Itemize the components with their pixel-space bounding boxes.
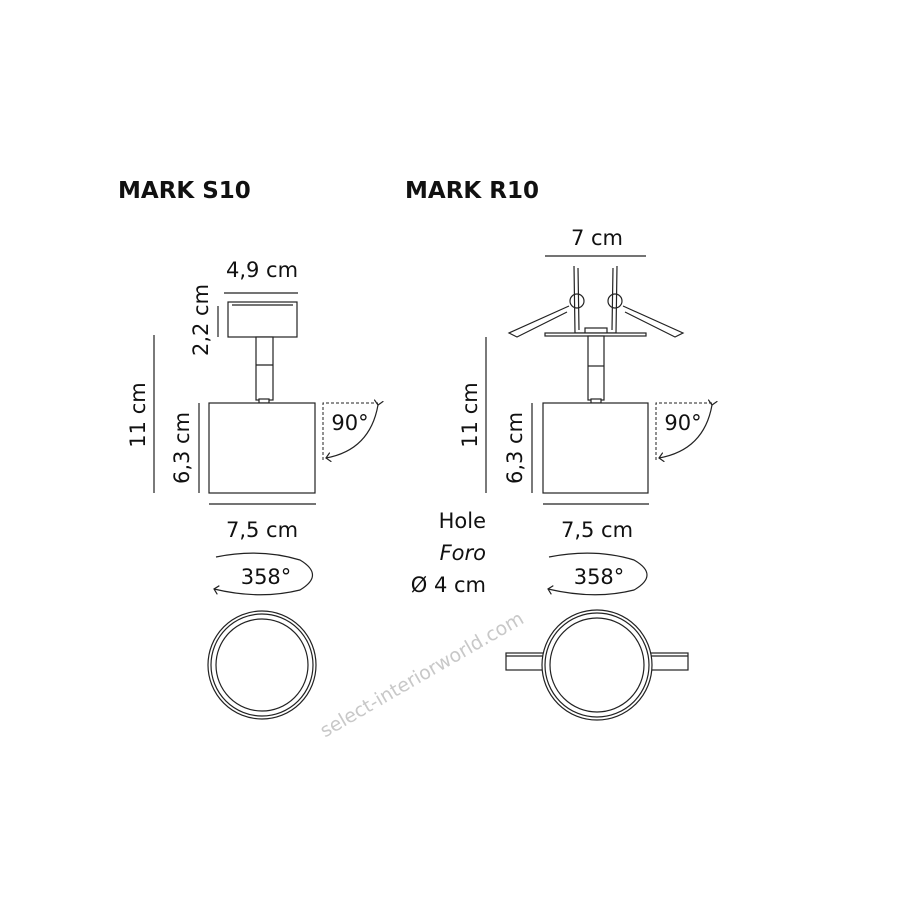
lamp-head: [542, 402, 649, 494]
hole-label: Hole: [439, 509, 486, 533]
r10-tilt: 90°: [664, 411, 701, 435]
mark-s10-title: MARK S10: [118, 178, 251, 204]
foro-label: Foro: [440, 541, 486, 565]
watermark: select-interiorworld.com: [316, 607, 527, 742]
hole-info: Hole Foro Ø 4 cm: [411, 509, 486, 597]
mark-r10-drawing: MARK R10 7 cm 11 cm 6,3 cm 90° 7,5 cm 35…: [405, 178, 712, 721]
r10-head-height: 6,3 cm: [503, 412, 527, 484]
r10-total-height: 11 cm: [458, 382, 482, 447]
canopy: [227, 301, 298, 338]
s10-rotation: 358°: [241, 565, 292, 589]
stem: [255, 336, 274, 401]
hole-diameter: Ø 4 cm: [411, 573, 486, 597]
s10-head-width: 7,5 cm: [226, 518, 298, 542]
r10-head-width: 7,5 cm: [561, 518, 633, 542]
r10-rotation: 358°: [574, 565, 625, 589]
r10-top-width: 7 cm: [571, 226, 623, 250]
stem: [587, 335, 605, 401]
s10-tilt: 90°: [331, 411, 368, 435]
mark-s10-drawing: MARK S10 4,9 cm 2,2 cm 11 cm 6,3 cm 90° …: [118, 178, 378, 720]
lamp-head: [208, 402, 316, 494]
mark-r10-title: MARK R10: [405, 178, 539, 204]
s10-total-height: 11 cm: [126, 382, 150, 447]
s10-top-width: 4,9 cm: [226, 258, 298, 282]
s10-head-height: 6,3 cm: [170, 412, 194, 484]
s10-canopy-height: 2,2 cm: [189, 284, 213, 356]
